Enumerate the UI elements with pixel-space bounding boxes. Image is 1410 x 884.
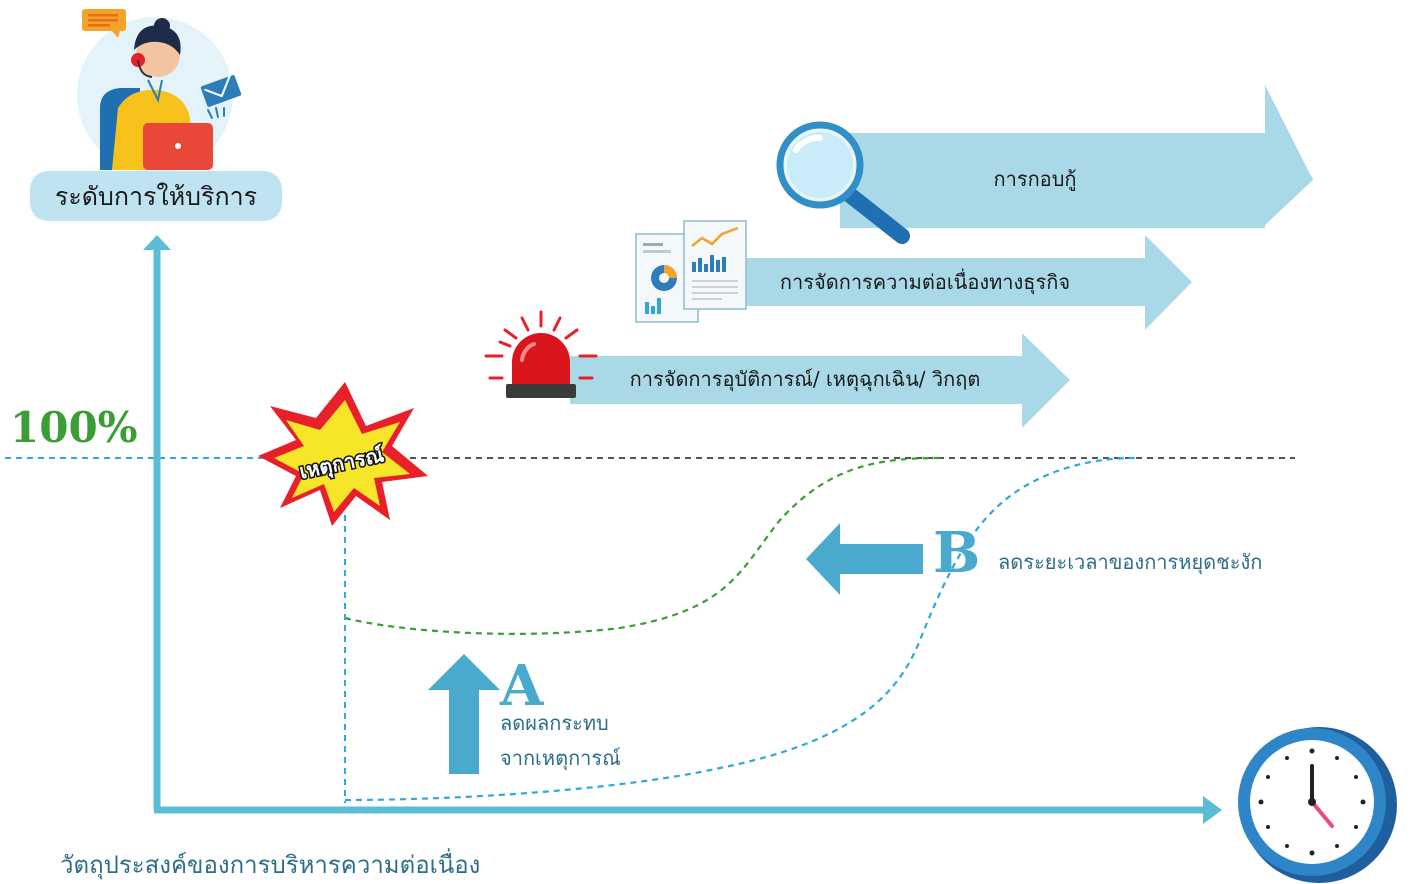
- support-agent-icon: [77, 9, 242, 173]
- marker-a-arrow: [428, 654, 500, 774]
- magnifier-icon: [776, 121, 910, 244]
- marker-a-line2: จากเหตุการณ์: [500, 746, 621, 771]
- service-level-pill: [30, 171, 282, 221]
- marker-b-arrow: [806, 523, 923, 595]
- incident-burst-icon: [258, 382, 428, 526]
- service-level-label: ระดับการให้บริการ: [55, 182, 257, 211]
- diagram-caption: วัตถุประสงค์ของการบริหารความต่อเนื่อง: [60, 848, 480, 880]
- y-axis-arrowhead: [143, 235, 171, 250]
- marker-a-letter: A: [499, 653, 545, 719]
- marker-b-letter: B: [933, 520, 980, 586]
- marker-b-text: ลดระยะเวลาของการหยุดชะงัก: [998, 550, 1262, 575]
- bcm-arrow-label: การจัดการความต่อเนื่องทางธุรกิจ: [780, 268, 1070, 295]
- hundred-percent-label: 100%: [10, 403, 138, 452]
- marker-a-line1: ลดผลกระทบ: [500, 711, 609, 735]
- recovery-arrow-label: การกอบกู้: [993, 167, 1076, 192]
- recovery-arrow: [840, 85, 1313, 228]
- incident-mgmt-arrow-label: การจัดการอุบัติการณ์/ เหตุฉุกเฉิน/ วิกฤต: [630, 367, 981, 392]
- alarm-siren-icon: [484, 310, 598, 398]
- clock-icon: [1238, 727, 1397, 883]
- report-documents-icon: [635, 220, 747, 323]
- incident-mgmt-arrow: [570, 333, 1070, 428]
- blue-recovery-curve: [344, 456, 1136, 802]
- bcm-arrow: [740, 235, 1192, 330]
- x-axis-arrowhead: [1203, 796, 1222, 824]
- green-recovery-curve: [344, 456, 941, 635]
